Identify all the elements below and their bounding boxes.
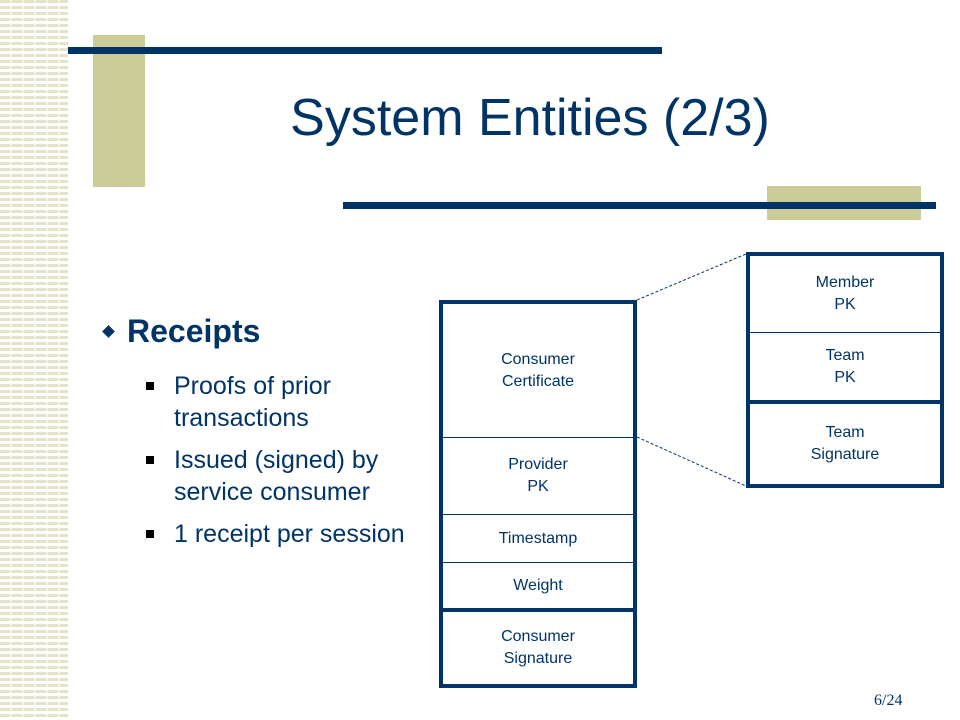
signature-divider bbox=[750, 400, 940, 404]
receipt-diagram: Consumer Certificate Provider PK Timesta… bbox=[439, 300, 637, 688]
divider bbox=[443, 437, 633, 438]
member-pk-cell: Member PK bbox=[815, 274, 875, 313]
team-pk-cell: Team PK bbox=[825, 346, 865, 386]
main-bullet: Receipts bbox=[102, 313, 261, 350]
connector-line-bottom bbox=[636, 436, 747, 487]
weight-cell: Weight bbox=[513, 576, 563, 594]
page-number: 6/24 bbox=[874, 692, 903, 709]
sub-bullet-text: Issued (signed) by service consumer bbox=[174, 446, 379, 506]
divider bbox=[443, 562, 633, 563]
sub-bullet-text: 1 receipt per session bbox=[174, 520, 405, 548]
sub-bullet-item: 1 receipt per session bbox=[146, 518, 406, 550]
slide-title: System Entities (2/3) bbox=[290, 89, 770, 147]
title-rule-bottom bbox=[343, 202, 936, 209]
divider bbox=[750, 332, 940, 333]
consumer-certificate-cell: Consumer Certificate bbox=[501, 350, 575, 390]
signature-divider bbox=[443, 608, 633, 612]
consumer-signature-cell: Consumer Signature bbox=[501, 628, 575, 667]
left-decorative-stripe-overlay bbox=[0, 0, 68, 720]
team-signature-cell: Team Signature bbox=[810, 424, 880, 463]
title-rule-top bbox=[68, 47, 662, 54]
square-bullet-icon bbox=[146, 456, 154, 464]
divider bbox=[443, 514, 633, 515]
sub-bullet-item: Issued (signed) by service consumer bbox=[146, 444, 406, 508]
main-bullet-text: Receipts bbox=[127, 313, 261, 349]
team-certificate-diagram: Member PK Team PK Team Signature bbox=[746, 252, 944, 488]
timestamp-cell: Timestamp bbox=[498, 529, 578, 547]
sub-bullet-list: Proofs of prior transactions Issued (sig… bbox=[146, 370, 406, 560]
connector-line-top bbox=[636, 253, 747, 301]
sub-bullet-item: Proofs of prior transactions bbox=[146, 370, 406, 434]
title-accent-block-left bbox=[93, 35, 145, 187]
sub-bullet-text: Proofs of prior transactions bbox=[174, 372, 332, 432]
provider-pk-cell: Provider PK bbox=[508, 456, 568, 495]
square-bullet-icon bbox=[146, 530, 154, 538]
square-bullet-icon bbox=[146, 382, 154, 390]
